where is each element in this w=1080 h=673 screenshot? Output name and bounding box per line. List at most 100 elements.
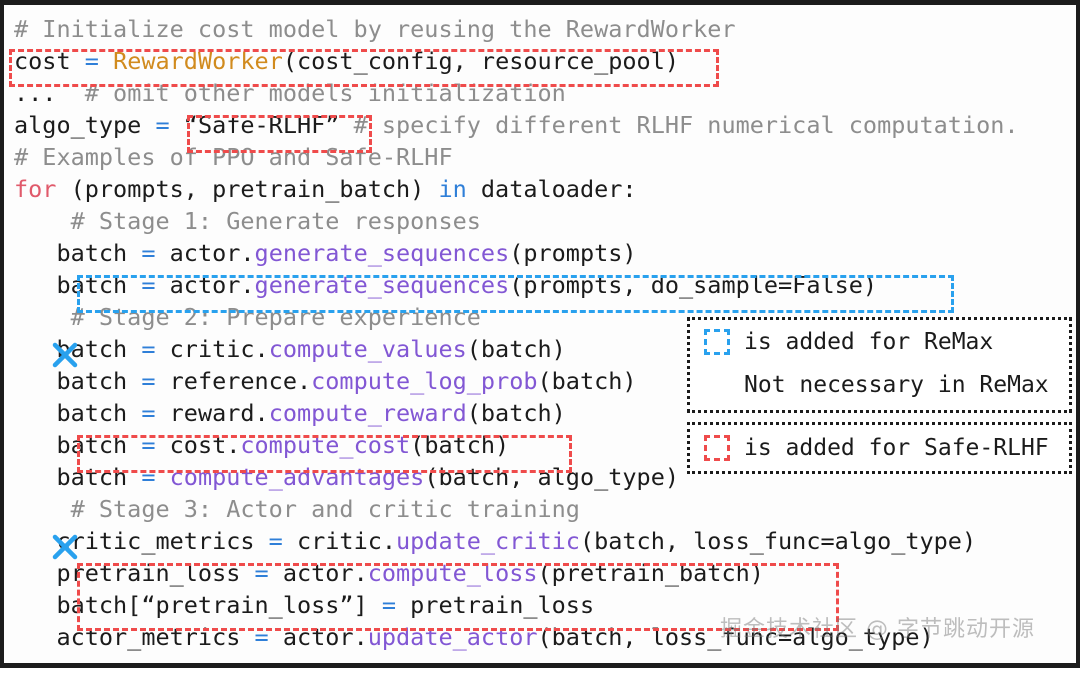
code-line-1: # Initialize cost model by reusing the R… xyxy=(4,13,1080,45)
token-pretrain-loss: pretrain_loss xyxy=(396,591,595,619)
token-generate-sequences: generate_sequences xyxy=(254,271,510,299)
token-assign: = xyxy=(141,367,156,395)
legend-row-remax-added: is added for ReMax xyxy=(690,320,1069,363)
token-pretrain-loss: pretrain_loss xyxy=(14,559,255,587)
code-line-6: for (prompts, pretrain_batch) in dataloa… xyxy=(4,173,1080,205)
comment-text: # specify different RLHF numerical compu… xyxy=(339,111,1019,139)
blue-x-icon xyxy=(704,372,730,449)
token-actor-metrics: actor_metrics xyxy=(14,623,255,651)
token-batch: batch xyxy=(14,399,142,427)
code-line-19: batch[“pretrain_loss”] = pretrain_loss xyxy=(4,589,1080,621)
token-batch: batch xyxy=(14,271,142,299)
comment-text: # omit other models initialization xyxy=(84,79,566,107)
token-batch: batch xyxy=(14,239,142,267)
dashed-red-box-icon xyxy=(704,435,730,461)
token-cost: cost xyxy=(14,47,85,75)
code-line-4: algo_type = “Safe-RLHF” # specify differ… xyxy=(4,109,1080,141)
token-space xyxy=(99,47,113,75)
comment-text: # Initialize cost model by reusing the R… xyxy=(14,15,736,43)
token-actor: actor. xyxy=(268,559,368,587)
legend-remax-added-label: is added for ReMax xyxy=(744,328,994,355)
token-assign: = xyxy=(141,399,156,427)
token-ellipsis: ... xyxy=(14,79,85,107)
token-update-critic: update_critic xyxy=(396,527,580,555)
token-compute-loss: compute_loss xyxy=(367,559,538,587)
token-space xyxy=(156,463,170,491)
code-line-20: actor_metrics = actor.update_actor(batch… xyxy=(4,621,1080,653)
code-line-5: # Examples of PPO and Safe-RLHF xyxy=(4,141,1080,173)
token-args: (cost_config, resource_pool) xyxy=(282,47,679,75)
token-compute-cost: compute_cost xyxy=(240,431,411,459)
token-assign: = xyxy=(254,559,269,587)
token-assign: = xyxy=(141,271,156,299)
token-args: (prompts, do_sample=False) xyxy=(509,271,878,299)
token-critic: critic. xyxy=(282,527,397,555)
legend-safe-rlhf: is added for Safe-RLHF xyxy=(687,422,1072,474)
x-mark-update-critic xyxy=(52,534,78,560)
token-args: (batch, algo_type) xyxy=(424,463,679,491)
code-line-8: batch = actor.generate_sequences(prompts… xyxy=(4,237,1080,269)
code-line-3: ... # omit other models initialization xyxy=(4,77,1080,109)
code-line-12: batch = reference.compute_log_prob(batch… xyxy=(4,365,1080,397)
legend-row-safe-rlhf-added: is added for Safe-RLHF xyxy=(690,425,1069,471)
token-reference: reference. xyxy=(155,367,312,395)
code-line-2: cost = RewardWorker(cost_config, resourc… xyxy=(4,45,1080,77)
token-args: (batch) xyxy=(466,335,566,363)
token-reward: reward. xyxy=(155,399,269,427)
code-line-13: batch = reward.compute_reward(batch) xyxy=(4,397,1080,429)
token-actor: actor. xyxy=(155,271,255,299)
token-batch: batch xyxy=(14,463,142,491)
token-assign: = xyxy=(141,335,156,363)
comment-text: # Stage 3: Actor and critic training xyxy=(14,495,580,523)
comment-text: # Stage 1: Generate responses xyxy=(14,207,481,235)
token-compute-advantages: compute_advantages xyxy=(169,463,425,491)
token-args: (batch) xyxy=(466,399,566,427)
legend-remax: is added for ReMax Not necessary in ReMa… xyxy=(687,317,1072,449)
token-assign: = xyxy=(141,431,156,459)
token-assign: = xyxy=(254,623,269,651)
token-update-actor: update_actor xyxy=(367,623,538,651)
code-line-10: # Stage 2: Prepare experience xyxy=(4,301,1080,333)
token-assign: = xyxy=(381,591,397,619)
legend-row-remax-not-necessary: Not necessary in ReMax xyxy=(690,363,1069,449)
token-algotype: algo_type xyxy=(14,111,156,139)
token-assign: = xyxy=(141,239,156,267)
token-dataloader: dataloader: xyxy=(466,175,637,203)
comment-text: # Examples of PPO and Safe-RLHF xyxy=(14,143,453,171)
token-batch: batch xyxy=(14,367,142,395)
token-actor: actor. xyxy=(155,239,255,267)
token-for-keyword: for xyxy=(14,175,57,203)
token-assign: = xyxy=(155,111,170,139)
code-line-17: critic_metrics = critic.update_critic(ba… xyxy=(4,525,1080,557)
token-args: (batch) xyxy=(410,431,510,459)
token-compute-reward: compute_reward xyxy=(268,399,467,427)
token-args: (batch, loss_func=algo_type) xyxy=(579,527,977,555)
token-critic: critic. xyxy=(155,335,269,363)
code-line-11: batch = critic.compute_values(batch) xyxy=(4,333,1080,365)
token-actor: actor. xyxy=(268,623,368,651)
token-args: (pretrain_batch) xyxy=(537,559,764,587)
token-critic-metrics: critic_metrics xyxy=(14,527,269,555)
token-compute-log-prob: compute_log_prob xyxy=(311,367,538,395)
code-line-15: batch = compute_advantages(batch, algo_t… xyxy=(4,461,1080,493)
token-assign: = xyxy=(268,527,283,555)
token-safe-rlhf-string: “Safe-RLHF” xyxy=(183,111,340,139)
token-args: (batch) xyxy=(537,367,637,395)
dashed-blue-box-icon xyxy=(704,328,730,355)
token-loop-target: (prompts, pretrain_batch) xyxy=(56,175,439,203)
token-assign: = xyxy=(84,47,99,75)
token-space xyxy=(170,111,184,139)
token-args: (batch, loss_func=algo_type) xyxy=(537,623,934,651)
code-line-7: # Stage 1: Generate responses xyxy=(4,205,1080,237)
code-line-18: pretrain_loss = actor.compute_loss(pretr… xyxy=(4,557,1080,589)
token-batch-index: batch[“pretrain_loss”] xyxy=(14,591,382,619)
token-cost: cost. xyxy=(155,431,241,459)
token-assign: = xyxy=(141,463,156,491)
code-line-16: # Stage 3: Actor and critic training xyxy=(4,493,1080,525)
token-batch: batch xyxy=(14,431,142,459)
code-line-9: batch = actor.generate_sequences(prompts… xyxy=(4,269,1080,301)
x-mark-compute-values xyxy=(52,342,78,368)
comment-text: # Stage 2: Prepare experience xyxy=(14,303,481,331)
token-generate-sequences: generate_sequences xyxy=(254,239,510,267)
